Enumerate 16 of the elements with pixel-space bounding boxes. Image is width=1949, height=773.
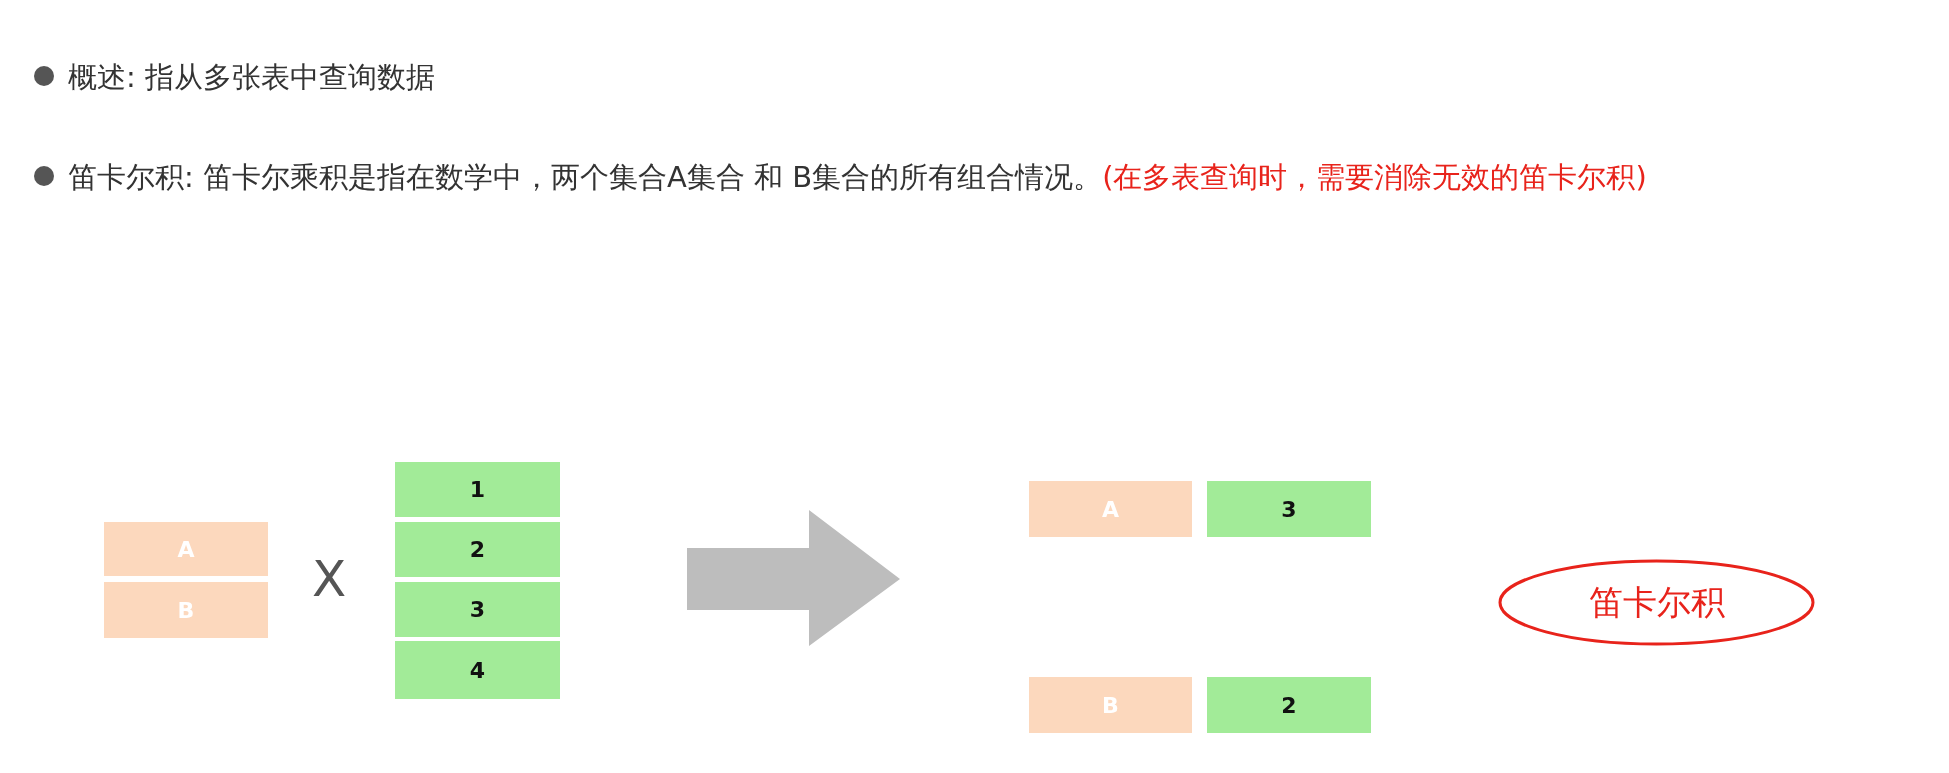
table-row: 3 [395,582,560,637]
ellipse-callout [1498,559,1815,646]
bullet-text: 概述: 指从多张表中查询数据 [68,60,435,94]
highlight-note: (在多表查询时，需要消除无效的笛卡尔积) [1102,160,1647,194]
table-row: 3 [1207,481,1371,537]
table-row: B [1029,677,1192,733]
table-row: 1 [395,462,560,517]
bullet-text: 笛卡尔积: 笛卡尔乘积是指在数学中，两个集合A集合 和 B集合的所有组合情况。 [68,160,1103,194]
multiply-sign: X [312,550,347,608]
table-row: A [1029,481,1192,537]
table-row: 2 [1207,677,1371,733]
table-row: 4 [395,641,560,699]
callout-text: 笛卡尔积 [1588,580,1725,624]
table-row: 2 [395,522,560,577]
table-row: B [104,582,268,638]
table-row: A [104,522,268,576]
